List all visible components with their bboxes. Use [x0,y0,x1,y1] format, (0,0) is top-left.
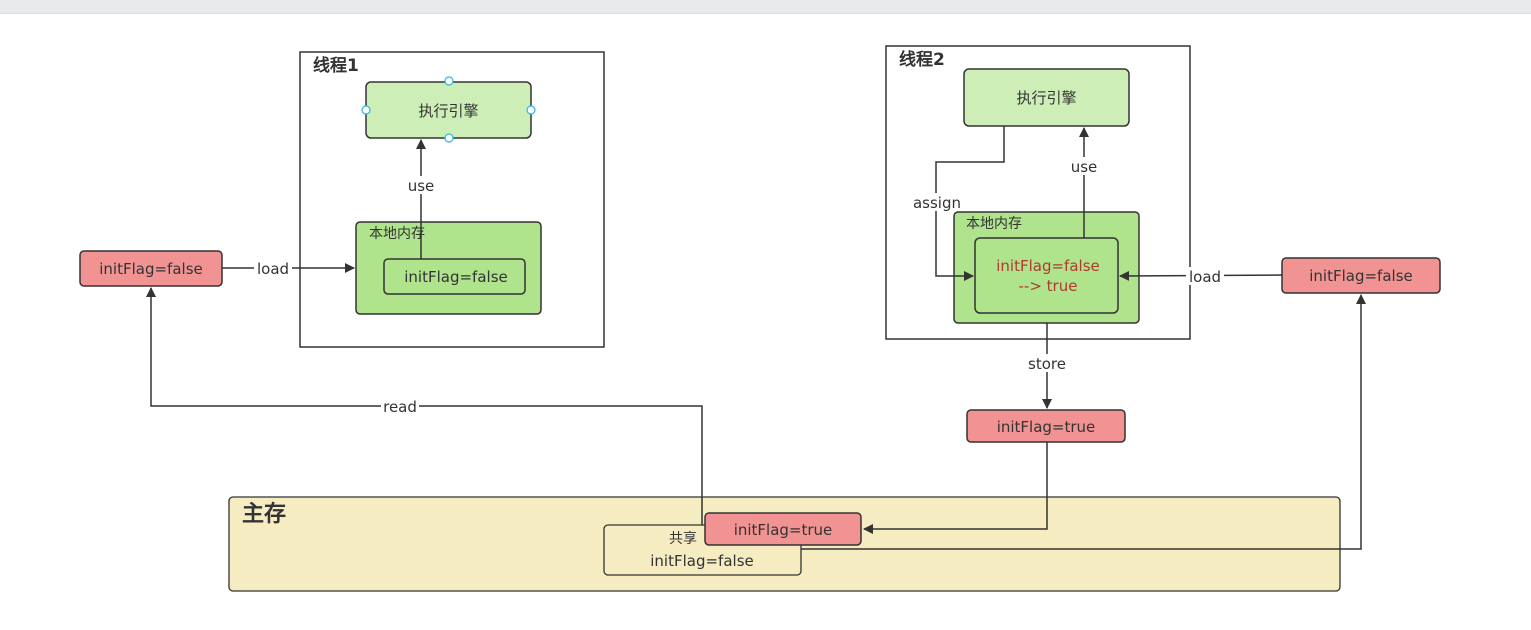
edge-load-right-label: load [1189,268,1221,286]
right-initflag-value: initFlag=false [1309,267,1412,285]
thread2-engine-box[interactable]: 执行引擎 [963,68,1130,127]
edge-use-right[interactable]: use [1068,127,1100,238]
thread1-local-var-box[interactable]: initFlag=false [383,258,526,295]
edge-use-right-label: use [1071,158,1098,176]
store-initflag-box[interactable]: initFlag=true [966,409,1126,443]
edge-read-label: read [383,398,417,416]
resize-handle-top[interactable] [444,76,454,86]
edge-load-right[interactable]: load [1119,267,1283,286]
thread2-local-var-line1: initFlag=false [996,257,1099,275]
edge-read[interactable]: read [146,287,703,525]
edge-load-left-label: load [257,260,289,278]
edge-store[interactable]: store [1025,323,1069,409]
thread1-engine-box[interactable]: 执行引擎 [361,76,536,143]
edge-load-left[interactable]: load [222,259,355,278]
edge-store-label: store [1028,355,1066,373]
thread1-engine-label: 执行引擎 [418,102,478,120]
edge-use-left[interactable]: use [405,139,437,259]
thread2-engine-label: 执行引擎 [1016,89,1076,107]
shared-label: 共享 [669,530,697,547]
edge-assign[interactable]: assign [911,126,1005,281]
left-initflag-box[interactable]: initFlag=false [79,250,223,287]
main-memory-title: 主存 [242,501,286,527]
right-initflag-box[interactable]: initFlag=false [1281,257,1441,294]
thread1-local-var: initFlag=false [404,268,507,286]
edge-use-left-label: use [408,177,435,195]
left-initflag-value: initFlag=false [99,260,202,278]
edge-assign-label: assign [913,194,961,212]
thread1-title: 线程1 [313,55,359,76]
edge-main-to-right[interactable] [801,294,1366,550]
resize-handle-left[interactable] [361,105,371,115]
edge-write-main[interactable] [863,442,1048,534]
shared-value: initFlag=false [650,552,753,570]
thread2-local-memory-label: 本地内存 [966,216,1022,232]
store-initflag-value: initFlag=true [997,418,1096,436]
resize-handle-bottom[interactable] [444,133,454,143]
main-overlay-initflag-value: initFlag=true [734,521,833,539]
main-overlay-initflag-box[interactable]: initFlag=true [704,512,862,546]
thread2-local-var-line2: --> true [1019,277,1078,295]
top-toolbar-strip [0,0,1531,14]
resize-handle-right[interactable] [526,105,536,115]
thread1-local-memory-label: 本地内存 [369,226,425,242]
thread2-title: 线程2 [899,49,945,70]
thread2-local-var-box[interactable]: initFlag=false --> true [974,237,1119,314]
